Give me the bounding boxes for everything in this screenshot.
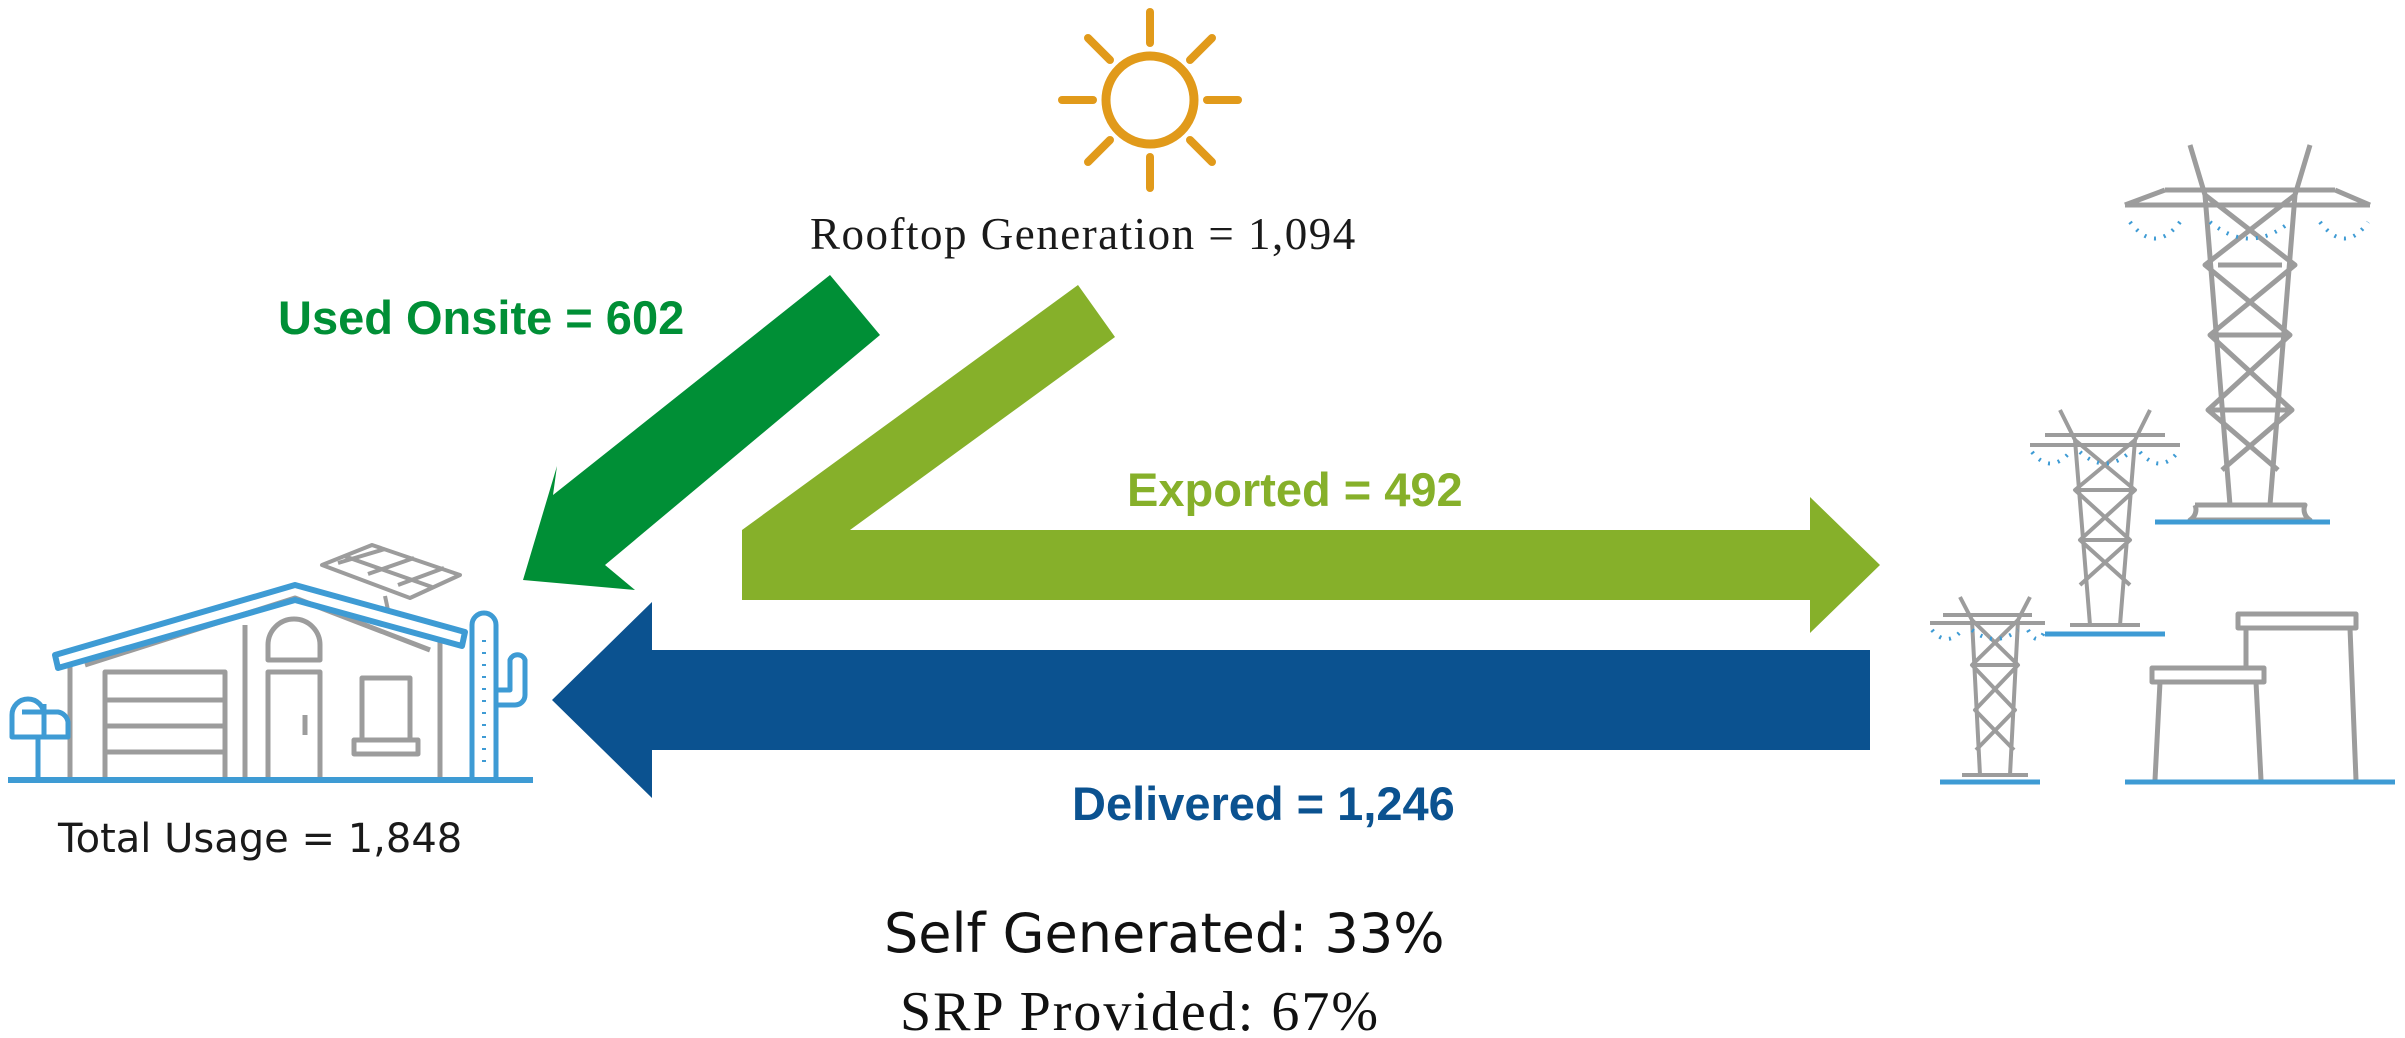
self-generated-label: Self Generated: 33%	[884, 902, 1445, 965]
medium-tower-wires	[2030, 450, 2180, 466]
solar-panel	[320, 543, 462, 611]
sun-ray	[1186, 34, 1216, 64]
sun-disc	[1101, 51, 1199, 149]
medium-transmission-tower-icon	[2030, 409, 2180, 627]
exported-label: Exported = 492	[1127, 463, 1463, 516]
sun-ray	[1084, 136, 1114, 166]
cactus-icon	[469, 610, 528, 780]
srp-provided-label: SRP Provided: 67%	[900, 981, 1380, 1038]
roof	[52, 582, 468, 671]
sun-ray	[1084, 34, 1114, 64]
power-plant-icon	[2149, 611, 2359, 781]
transmission-towers-and-power-plant-icon	[1930, 144, 2395, 785]
used-onsite-label: Used Onsite = 602	[278, 291, 685, 344]
delivered-arrow	[552, 602, 1870, 798]
mailbox-icon	[9, 696, 71, 780]
delivered-label: Delivered = 1,246	[1072, 777, 1455, 830]
used-onsite-arrow	[523, 275, 880, 590]
sun-icon	[1058, 8, 1242, 192]
small-transmission-tower-icon	[1930, 596, 2045, 777]
exported-arrow	[742, 285, 1880, 633]
total-usage-label: Total Usage = 1,848	[58, 816, 463, 862]
large-transmission-tower-icon	[2124, 144, 2371, 523]
rooftop-generation-label: Rooftop Generation = 1,094	[810, 209, 1357, 259]
house-with-solar-panel-icon	[8, 543, 533, 783]
large-tower-wires	[2128, 220, 2370, 241]
sun-ray	[1186, 136, 1216, 166]
